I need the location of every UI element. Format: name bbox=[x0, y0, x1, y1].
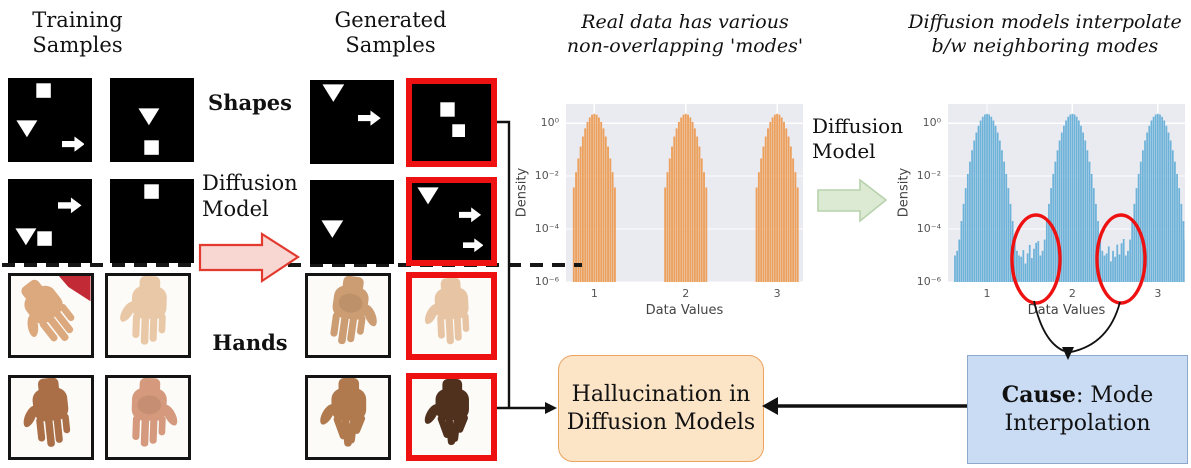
y-tick-label: 10⁻⁴ bbox=[916, 222, 941, 236]
arrow-icon bbox=[61, 136, 85, 152]
y-axis-label: Density bbox=[896, 167, 912, 218]
generated-title-line1: Generated bbox=[334, 8, 447, 32]
training-shape-box-4 bbox=[110, 179, 194, 263]
triangle-icon bbox=[321, 220, 344, 239]
triangle-icon bbox=[322, 84, 344, 103]
hand-illustration bbox=[320, 378, 367, 447]
training-samples-title: Training Samples bbox=[5, 8, 150, 58]
square-icon bbox=[440, 102, 456, 118]
y-axis-label: Density bbox=[514, 167, 530, 218]
cause-box: Cause: Mode Interpolation bbox=[967, 355, 1188, 464]
generated-hand-box-4 bbox=[406, 373, 497, 461]
x-tick-label: 2 bbox=[1068, 287, 1076, 300]
arrow-icon bbox=[459, 207, 482, 223]
square-icon bbox=[143, 184, 159, 199]
histogram-bars bbox=[566, 104, 803, 282]
diffusion-arrow-green-icon bbox=[817, 178, 888, 223]
hand-illustration bbox=[23, 378, 71, 447]
x-tick-label: 3 bbox=[1154, 287, 1162, 300]
histogram-bars bbox=[948, 104, 1185, 282]
hands-label: Hands bbox=[212, 330, 288, 355]
diffusion-model-label: Diffusion Model bbox=[202, 171, 298, 221]
y-tick-label: 10⁻² bbox=[916, 169, 941, 183]
generated-shape-box-2 bbox=[406, 78, 497, 167]
x-axis-label: Data Values bbox=[645, 303, 724, 318]
arrowhead-right-icon bbox=[545, 402, 557, 414]
arrow-icon bbox=[357, 109, 381, 126]
generated-title-line2: Samples bbox=[345, 33, 436, 57]
generated-hand-box-3 bbox=[305, 375, 391, 460]
triangle-icon bbox=[417, 187, 439, 205]
square-icon bbox=[37, 231, 53, 246]
triangle-icon bbox=[15, 228, 37, 245]
density-plot-real bbox=[566, 104, 803, 282]
shapes-label: Shapes bbox=[208, 90, 292, 115]
generated-shape-box-1 bbox=[310, 80, 394, 164]
y-tick-label: 10⁻⁴ bbox=[534, 222, 559, 236]
generated-hand-box-2 bbox=[406, 272, 497, 360]
square-icon bbox=[143, 140, 159, 155]
y-tick-label: 10⁻² bbox=[534, 169, 559, 183]
training-title-line1: Training bbox=[32, 8, 123, 32]
training-shape-box-2 bbox=[110, 78, 194, 162]
generated-hand-box-1 bbox=[305, 273, 391, 358]
real-data-caption: Real data has various non-overlapping 'm… bbox=[566, 11, 804, 57]
generated-shape-box-4 bbox=[406, 177, 497, 266]
y-tick-label: 10⁰ bbox=[922, 116, 941, 130]
x-tick-label: 1 bbox=[590, 287, 598, 300]
hand-illustration bbox=[424, 278, 470, 345]
training-hand-box-3 bbox=[8, 375, 94, 460]
x-tick-label: 3 bbox=[773, 287, 781, 300]
triangle-icon bbox=[16, 120, 38, 138]
hand-illustration bbox=[131, 378, 178, 447]
generated-shape-box-3 bbox=[310, 180, 394, 264]
diffusion-model-arrow-icon bbox=[198, 231, 301, 284]
x-axis-label: Data Values bbox=[1027, 303, 1106, 318]
training-hand-box-4 bbox=[105, 375, 191, 460]
arrow-icon bbox=[58, 197, 82, 214]
training-shape-box-1 bbox=[8, 78, 92, 162]
triangle-icon bbox=[138, 108, 160, 126]
hand-illustration bbox=[330, 276, 377, 345]
x-tick-label: 1 bbox=[983, 287, 991, 300]
hand-illustration bbox=[120, 276, 167, 345]
interpolation-caption: Diffusion models interpolate b/w neighbo… bbox=[908, 11, 1182, 57]
hand-illustration bbox=[424, 379, 469, 446]
density-plot-gen bbox=[948, 104, 1185, 282]
hallucination-box: Hallucination in Diffusion Models bbox=[558, 355, 764, 462]
dashed-separator bbox=[2, 263, 582, 267]
arrowhead-left-icon bbox=[762, 397, 778, 415]
training-title-line2: Samples bbox=[32, 33, 123, 57]
x-tick-label: 2 bbox=[682, 287, 690, 300]
arrow-icon bbox=[462, 238, 484, 252]
diffusion-model-mid-label: Diffusion Model bbox=[812, 114, 904, 163]
training-hand-box-1 bbox=[8, 273, 94, 358]
hand-illustration bbox=[21, 276, 91, 342]
training-hand-box-2 bbox=[105, 273, 191, 358]
square-icon bbox=[36, 83, 51, 98]
training-shape-box-3 bbox=[8, 179, 92, 263]
square-icon bbox=[451, 124, 465, 138]
generated-samples-title: Generated Samples bbox=[313, 8, 468, 58]
y-tick-label: 10⁻⁶ bbox=[534, 275, 559, 288]
y-tick-label: 10⁻⁶ bbox=[916, 275, 941, 288]
y-tick-label: 10⁰ bbox=[540, 116, 559, 130]
